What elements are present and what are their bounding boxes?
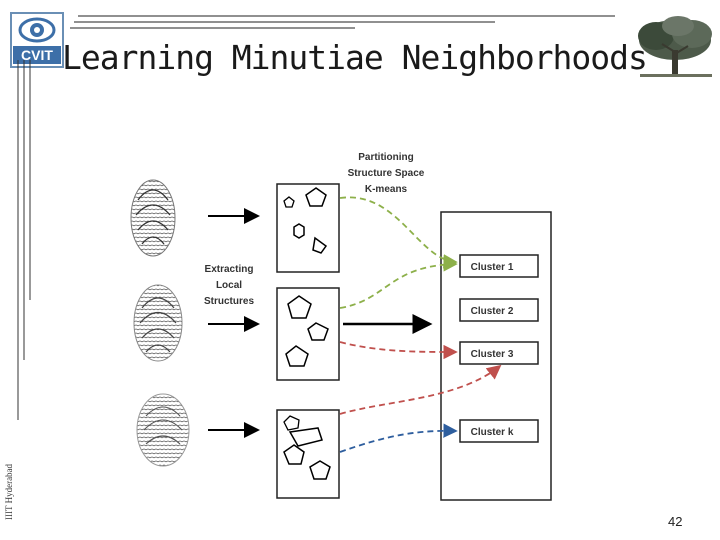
minutiae-diagram: Partitioning Structure Space K-means Ext…: [130, 152, 552, 501]
cluster-box-3: Cluster 3: [459, 341, 539, 365]
cluster-box-1: Cluster 1: [459, 254, 539, 278]
pentagon-icon: [285, 345, 309, 367]
svg-text:Structures: Structures: [204, 296, 254, 307]
partition-label: Partitioning Structure Space K-means: [348, 152, 425, 195]
pentagon-icon: [288, 427, 323, 447]
svg-text:Cluster 3: Cluster 3: [471, 349, 514, 360]
pentagon-icon: [312, 236, 328, 254]
pentagon-icon: [283, 415, 300, 431]
hexagon-icon: [293, 223, 305, 239]
fingerprint-icon: [133, 284, 183, 362]
cluster-box-2: Cluster 2: [459, 298, 539, 322]
svg-text:CVIT: CVIT: [21, 47, 53, 63]
tree-logo: [638, 16, 712, 77]
title-rules: [70, 15, 615, 29]
fingerprint-icon: [136, 393, 190, 467]
svg-text:Extracting: Extracting: [205, 264, 254, 275]
svg-text:Cluster 2: Cluster 2: [471, 306, 514, 317]
svg-text:Partitioning: Partitioning: [358, 152, 414, 163]
cvit-logo: CVIT: [10, 12, 64, 68]
svg-text:K-means: K-means: [365, 184, 408, 195]
pentagon-icon: [307, 322, 329, 341]
fingerprint-icon: [130, 179, 176, 257]
slide-title: Learning Minutiae Neighborhoods: [62, 38, 648, 77]
institution-label: IIIT Hyderabad: [4, 463, 14, 520]
svg-text:Structure Space: Structure Space: [348, 168, 425, 179]
pentagon-icon: [283, 196, 295, 208]
pentagon-icon: [305, 187, 327, 207]
cluster-box-k: Cluster k: [459, 419, 539, 443]
extract-label: Extracting Local Structures: [204, 264, 254, 307]
pentagon-icon: [287, 295, 312, 319]
pentagon-icon: [283, 444, 305, 465]
svg-text:Cluster k: Cluster k: [471, 427, 514, 438]
svg-text:Cluster 1: Cluster 1: [471, 262, 514, 273]
svg-text:Local: Local: [216, 280, 242, 291]
side-rules: [17, 60, 31, 420]
pentagon-icon: [309, 460, 331, 480]
page-number: 42: [668, 514, 683, 529]
